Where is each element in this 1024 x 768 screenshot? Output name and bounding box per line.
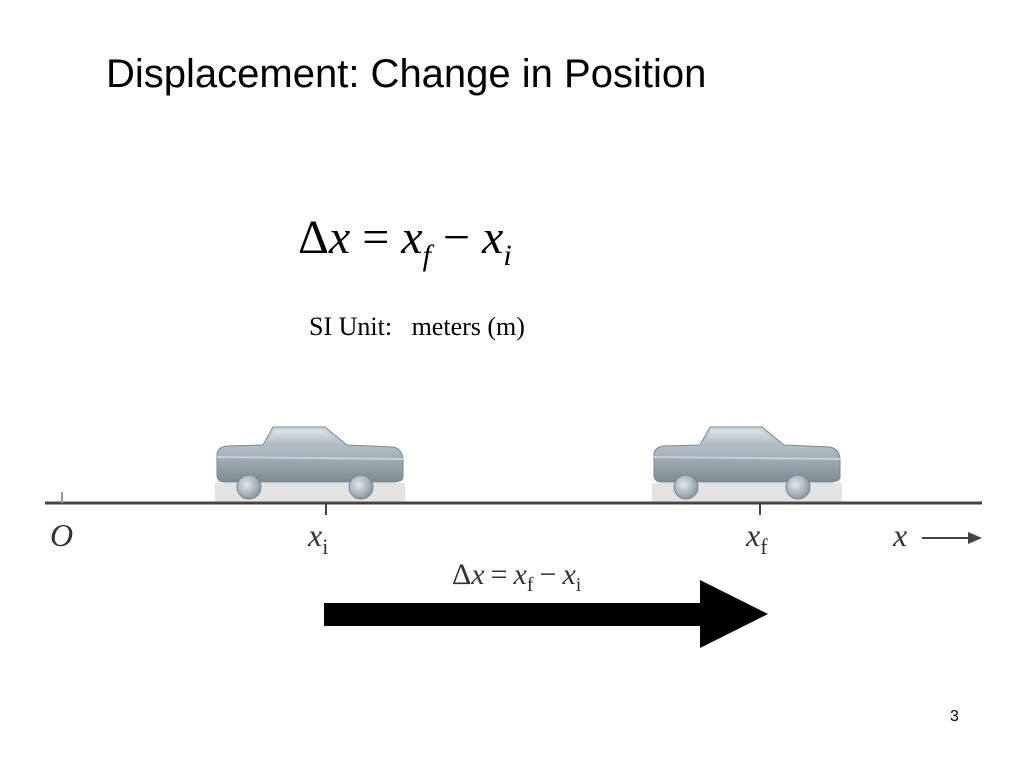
page-number: 3	[950, 708, 959, 725]
slide-title: Displacement: Change in Position	[106, 52, 707, 96]
car-final	[651, 426, 843, 502]
eq-minus: −	[442, 211, 470, 264]
car-initial	[214, 426, 406, 502]
origin-label: O	[50, 517, 73, 553]
initial-position-label: xi	[307, 517, 328, 559]
displacement-equation: Δx=xf−xi	[298, 214, 512, 271]
axis-label: x	[892, 517, 907, 553]
eq-equals: =	[362, 211, 390, 264]
eq-i-sub: i	[503, 239, 512, 272]
axis-direction-arrowhead	[968, 532, 982, 544]
displacement-formula: Δx=xf−xi	[452, 558, 582, 596]
si-unit-value: meters (m)	[411, 312, 525, 341]
final-position-label: xf	[745, 517, 768, 559]
displacement-arrowhead	[700, 580, 768, 648]
si-unit-label: SI Unit:	[309, 312, 393, 341]
eq-x: x	[328, 211, 351, 264]
eq-xi: x	[482, 211, 504, 264]
si-unit-line: SI Unit: meters (m)	[309, 312, 525, 342]
displacement-arrow-shaft	[324, 603, 704, 626]
eq-f-sub: f	[422, 239, 431, 272]
eq-xf: x	[401, 211, 423, 264]
eq-delta: Δ	[298, 211, 329, 264]
